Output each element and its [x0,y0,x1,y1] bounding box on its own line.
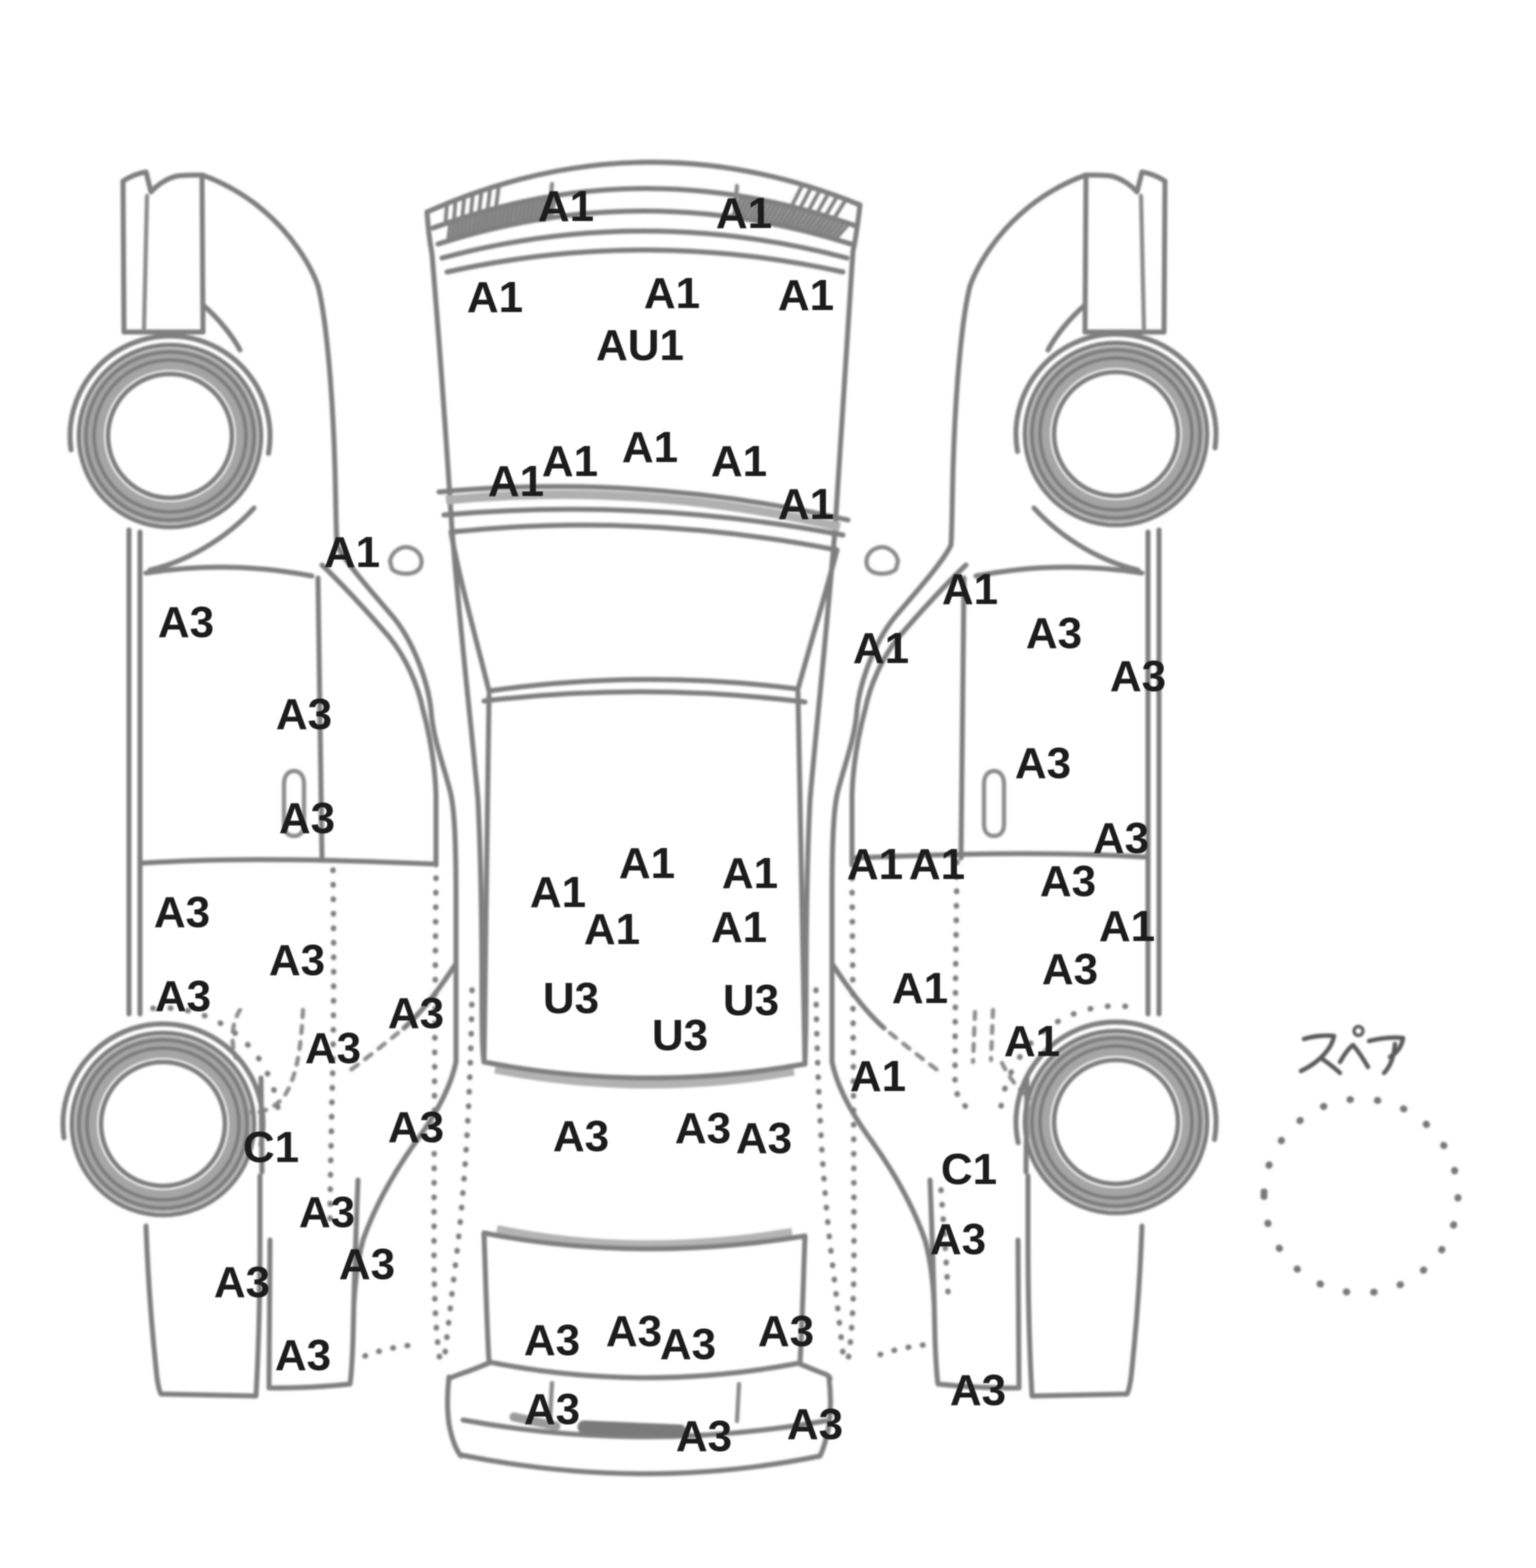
svg-text:A3: A3 [950,1366,1006,1415]
svg-text:A3: A3 [524,1316,580,1365]
svg-text:A1: A1 [716,189,772,238]
svg-text:A3: A3 [1093,814,1149,863]
svg-text:A3: A3 [930,1215,986,1264]
svg-text:A1: A1 [853,624,909,673]
svg-text:A3: A3 [606,1307,662,1356]
svg-text:A3: A3 [553,1112,609,1161]
svg-text:A3: A3 [676,1412,732,1461]
svg-text:A3: A3 [736,1114,792,1163]
svg-text:U3: U3 [543,974,599,1023]
svg-text:A3: A3 [155,972,211,1021]
svg-text:A1: A1 [538,182,594,231]
svg-text:A3: A3 [1040,857,1096,906]
svg-text:A1: A1 [711,903,767,952]
svg-text:A3: A3 [388,1103,444,1152]
svg-text:A3: A3 [675,1104,731,1153]
svg-text:A1: A1 [622,423,678,472]
svg-text:A3: A3 [660,1320,716,1369]
svg-text:A1: A1 [619,839,675,888]
svg-text:A3: A3 [279,794,335,843]
svg-text:C1: C1 [941,1145,997,1194]
svg-text:A1: A1 [488,457,544,506]
svg-text:A3: A3 [1042,945,1098,994]
svg-text:A1: A1 [722,849,778,898]
svg-text:A3: A3 [1110,652,1166,701]
svg-text:A3: A3 [524,1385,580,1434]
svg-text:U3: U3 [652,1011,708,1060]
svg-text:A3: A3 [154,888,210,937]
svg-text:A3: A3 [339,1240,395,1289]
svg-text:U3: U3 [723,976,779,1025]
svg-text:A1: A1 [1099,902,1155,951]
svg-text:A1: A1 [530,868,586,917]
svg-text:A3: A3 [305,1024,361,1073]
svg-text:A1: A1 [1004,1017,1060,1066]
svg-text:A1: A1 [542,437,598,486]
svg-text:A3: A3 [214,1258,270,1307]
svg-text:A1: A1 [711,437,767,486]
svg-text:A1: A1 [850,1052,906,1101]
svg-text:A3: A3 [269,936,325,985]
svg-text:A1: A1 [644,269,700,318]
svg-text:A3: A3 [388,989,444,1038]
svg-text:A1: A1 [909,840,965,889]
svg-text:A1: A1 [584,905,640,954]
svg-text:A1: A1 [892,964,948,1013]
svg-text:A3: A3 [1026,609,1082,658]
svg-text:A1: A1 [942,565,998,614]
svg-text:A3: A3 [1015,739,1071,788]
svg-text:A1: A1 [847,840,903,889]
svg-text:C1: C1 [243,1123,299,1172]
svg-text:A3: A3 [158,598,214,647]
svg-text:A3: A3 [758,1307,814,1356]
svg-text:A3: A3 [299,1188,355,1237]
svg-text:A1: A1 [778,480,834,529]
svg-text:A1: A1 [324,528,380,577]
svg-text:A3: A3 [276,690,332,739]
svg-text:A1: A1 [778,271,834,320]
svg-text:A3: A3 [787,1400,843,1449]
svg-text:A3: A3 [275,1331,331,1380]
svg-text:AU1: AU1 [596,321,684,370]
svg-text:A1: A1 [467,273,523,322]
